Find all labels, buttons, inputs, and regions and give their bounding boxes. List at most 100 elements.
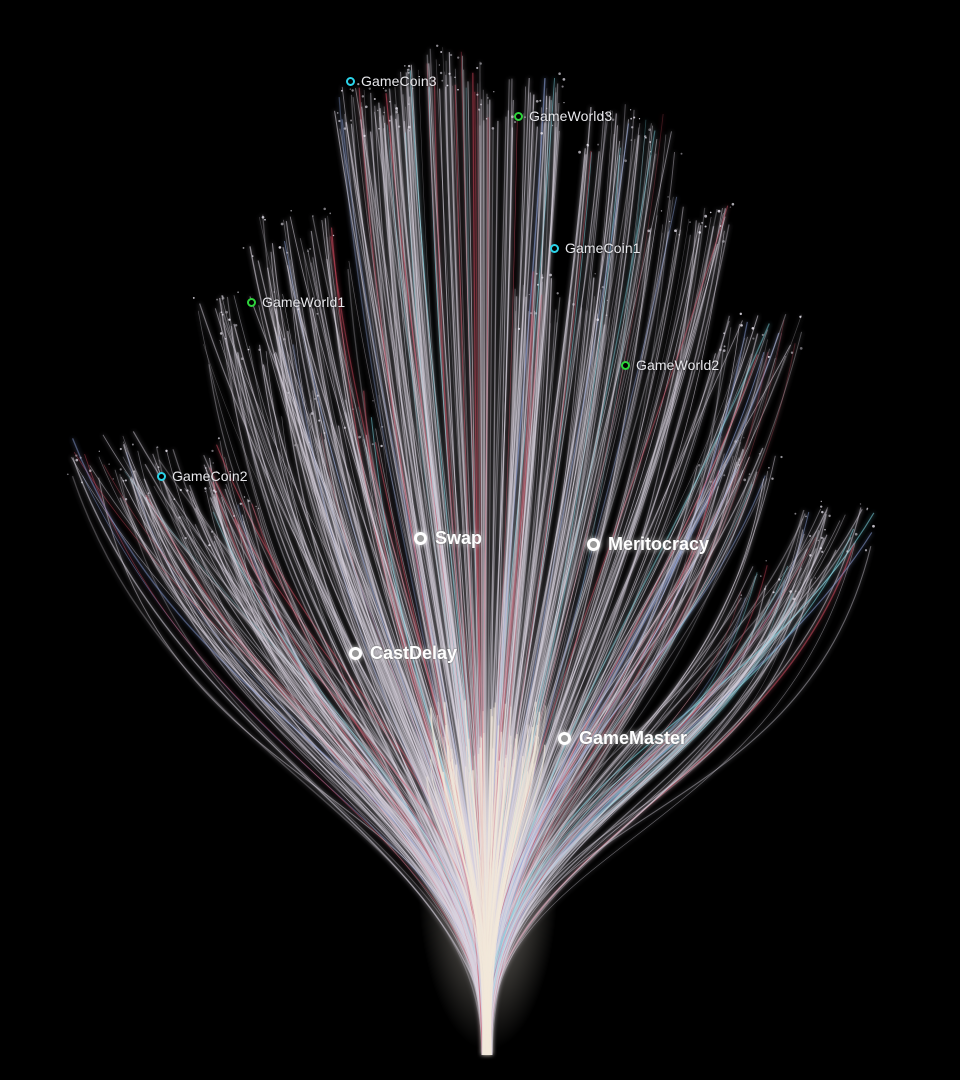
trunk-streamline [430,751,487,1056]
stream-speck [371,443,374,446]
stream-speck [361,95,365,98]
stream-speck [719,348,722,351]
stream-speck [709,480,712,483]
streamline [490,595,797,1056]
stream-speck [329,212,332,215]
stream-speck [124,479,127,482]
stream-speck [307,250,309,252]
stream-speck [216,298,219,301]
stream-speck [133,470,136,473]
stream-speck [872,524,875,528]
meritocracy-node[interactable]: Meritocracy [587,534,709,555]
gameworld2-node[interactable]: GameWorld2 [621,357,719,373]
gamemaster-node[interactable]: GameMaster [558,728,687,749]
streamline [71,475,484,1056]
stream-speck [247,348,250,351]
stream-speck [454,76,456,79]
stream-speck [251,255,254,257]
stream-speck [316,312,319,315]
stream-speck [722,349,726,352]
stream-speck [242,246,245,249]
stream-speck [261,215,265,219]
stream-speck [332,234,335,237]
streamline [485,572,758,1056]
coin-ring-icon [550,243,559,253]
stream-speck [407,68,410,71]
stream-speck [480,103,482,106]
stream-speck [119,468,122,471]
stream-speck [364,105,368,109]
stream-speck [723,345,726,348]
stream-speck [341,89,343,92]
streamline [378,394,485,1056]
stream-speck [476,93,479,96]
stream-speck [173,498,176,500]
stream-speck [478,108,481,111]
stream-speck [680,152,683,155]
stream-speck [866,508,869,511]
world-ring-icon [621,360,630,370]
node-label: GameCoin3 [361,73,437,89]
stream-speck [606,299,608,301]
stream-speck [343,426,347,430]
stream-speck [562,78,566,81]
stream-speck [649,151,652,153]
stream-speck [225,478,227,480]
stream-speck [743,478,747,482]
stream-speck [678,234,680,236]
stream-speck [212,489,216,492]
stream-speck [286,251,289,254]
stream-speck [760,575,762,577]
gamecoin3-node[interactable]: GameCoin3 [346,73,437,89]
stream-speck [407,71,410,74]
stream-speck [314,398,316,400]
stream-speck [805,515,807,518]
stream-speck [859,503,862,505]
gameworld3-node[interactable]: GameWorld3 [514,108,612,124]
streamline [72,457,492,1056]
gamecoin1-node[interactable]: GameCoin1 [550,240,641,256]
gameworld1-node[interactable]: GameWorld1 [247,294,345,310]
swap-node[interactable]: Swap [414,528,482,549]
stream-speck [767,355,770,358]
stream-speck [674,229,677,232]
stream-speck [529,312,533,315]
module-dot-icon [587,538,600,551]
stream-speck [479,62,482,65]
stream-speck [336,112,339,114]
stream-speck [667,196,669,198]
stream-speck [717,209,721,213]
stream-speck [363,134,366,138]
stream-speck [819,547,822,550]
stream-speck [752,337,755,340]
stream-speck [441,79,444,82]
stream-speck [814,577,816,579]
stream-speck [738,458,741,461]
gamecoin2-node[interactable]: GameCoin2 [157,468,248,484]
stream-speck [794,590,797,592]
stream-speck [821,510,824,514]
stream-speck [513,120,517,124]
stream-speck [397,79,399,81]
stream-speck [395,107,398,110]
stream-speck [698,231,701,234]
castdelay-node[interactable]: CastDelay [349,643,457,664]
stream-speck [186,489,189,492]
stream-speck [630,139,633,141]
stream-speck [264,218,266,221]
stream-speck [165,449,168,453]
stream-speck [761,333,764,336]
stream-speck [729,206,732,208]
stream-speck [768,466,770,469]
stream-speck [296,304,298,307]
stream-speck [771,477,774,480]
streamline [227,527,484,1056]
stream-speck [734,440,737,443]
node-label: GameMaster [579,728,688,748]
streamline [488,591,799,1056]
stream-speck [561,85,564,88]
stream-speck [517,327,521,331]
stream-speck [179,488,182,492]
stream-speck [638,118,641,120]
